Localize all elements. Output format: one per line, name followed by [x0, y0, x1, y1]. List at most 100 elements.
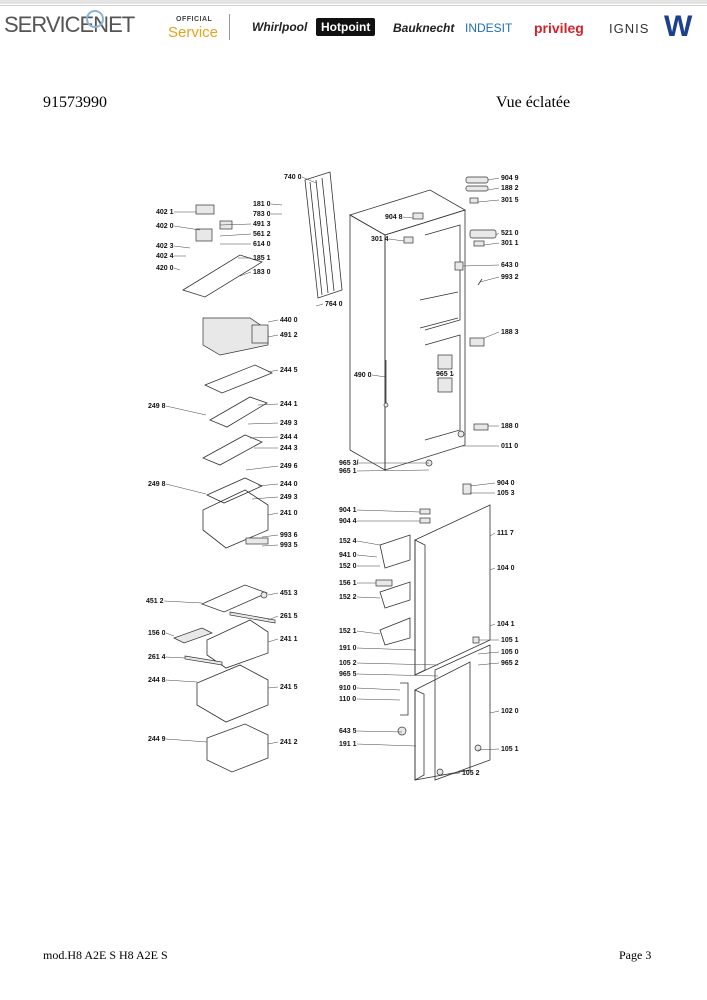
leader-line	[477, 651, 500, 655]
leader-line	[173, 245, 191, 249]
leader-line	[356, 730, 403, 733]
part-number-label: 185 1	[253, 255, 271, 262]
leader-line	[356, 554, 378, 558]
part-number-label: 244 4	[280, 434, 298, 441]
part-number-label: 904 9	[501, 175, 519, 182]
leader-line	[247, 422, 279, 425]
leader-line	[267, 592, 279, 596]
part-number-label: 188 2	[501, 185, 519, 192]
header-top-rule	[0, 0, 707, 4]
part-number-label: 993 6	[280, 532, 298, 539]
part-number-label: 105 1	[501, 637, 519, 644]
leader-line	[257, 483, 279, 487]
leader-line	[261, 544, 279, 547]
part-number-label: 261 5	[280, 613, 298, 620]
leader-line	[219, 223, 252, 226]
part-number-label: 105 3	[497, 490, 515, 497]
part-number-label: 643 0	[501, 262, 519, 269]
leader-line	[483, 331, 500, 339]
part-number-label: 440 0	[280, 317, 298, 324]
part-number-label: 156 1	[339, 580, 357, 587]
brand-header-bar: SERVICENET OFFICIAL Service Whirlpool Ho…	[0, 0, 707, 46]
leader-line	[315, 303, 324, 307]
whirlpool-w-logo: W	[664, 10, 693, 43]
part-number-label: 910 0	[339, 685, 357, 692]
leader-line	[439, 772, 461, 776]
part-number-label: 490 0	[354, 372, 372, 379]
part-number-label: 261 4	[148, 654, 166, 661]
leader-line	[173, 267, 181, 271]
cabinet-body	[349, 189, 466, 471]
part-number-label: 904 1	[339, 507, 357, 514]
leader-line	[356, 673, 439, 677]
part-number-label: 244 9	[148, 736, 166, 743]
part-number-label: 102 0	[501, 708, 519, 715]
leader-line	[483, 242, 500, 246]
leader-line	[249, 436, 279, 439]
footer-page-number: Page 3	[619, 948, 652, 962]
part-number-label: 244 0	[280, 481, 298, 488]
part-number-label: 191 0	[339, 645, 357, 652]
whirlpool-logo: Whirlpool	[252, 20, 308, 34]
part-number-label: 249 3	[280, 420, 298, 427]
leader-line	[356, 540, 381, 546]
part-number-label: 152 2	[339, 594, 357, 601]
leader-line	[388, 238, 405, 242]
part-number-label: 521 0	[501, 230, 519, 237]
part-number-label: 244 5	[280, 367, 298, 374]
part-number-label: 965 1	[339, 468, 357, 475]
part-number-label: 181 0	[253, 201, 271, 208]
part-number-label: 244 1	[280, 401, 298, 408]
part-number-label: 152 0	[339, 563, 357, 570]
leader-line	[165, 738, 208, 743]
leader-line	[451, 373, 455, 377]
part-number-label: 904 8	[385, 214, 403, 221]
part-number-label: 904 0	[497, 480, 515, 487]
leader-line	[301, 176, 317, 184]
part-number-label: 244 8	[148, 677, 166, 684]
part-number-label: 105 2	[462, 770, 480, 777]
part-number-label: 152 4	[339, 538, 357, 545]
part-number-label: 740 0	[284, 174, 302, 181]
part-number-label: 183 0	[253, 269, 271, 276]
part-number-label: 904 4	[339, 518, 357, 525]
view-title: Vue éclatée	[496, 94, 571, 111]
leader-line	[239, 271, 252, 277]
gear-icon	[86, 10, 104, 28]
leader-line	[489, 710, 500, 714]
leader-line	[251, 496, 279, 500]
leader-line	[267, 615, 279, 621]
leader-line	[219, 233, 252, 237]
leader-line	[173, 225, 201, 231]
part-number-label: 993 2	[501, 274, 519, 281]
part-number-label: 783 0	[253, 211, 271, 218]
part-number-label: 191 1	[339, 741, 357, 748]
leader-line	[165, 632, 175, 637]
leader-line	[356, 630, 381, 635]
leader-line	[356, 596, 381, 599]
privileg-logo: privileg	[534, 20, 584, 36]
part-number-label: 402 3	[156, 243, 174, 250]
leader-line	[487, 187, 500, 191]
leader-line	[477, 662, 500, 666]
leader-line	[356, 698, 401, 701]
leader-line	[165, 679, 198, 683]
header-top-rule-thin	[0, 5, 707, 6]
leader-line	[356, 647, 417, 651]
leader-line	[267, 686, 279, 689]
leader-line	[469, 482, 496, 487]
left-column-parts	[173, 171, 343, 773]
servicenet-logo: SERVICENET	[4, 12, 135, 37]
leader-line	[489, 567, 496, 571]
part-number-label: 451 2	[146, 598, 164, 605]
official-service-logo: Service	[168, 24, 219, 41]
leader-line	[477, 199, 500, 203]
document-reference: 91573990	[43, 94, 107, 111]
leader-line	[261, 534, 279, 538]
part-number-label: 614 0	[253, 241, 271, 248]
door-parts	[375, 483, 491, 781]
leader-line	[267, 334, 279, 338]
part-number-label: 764 0	[325, 301, 343, 308]
